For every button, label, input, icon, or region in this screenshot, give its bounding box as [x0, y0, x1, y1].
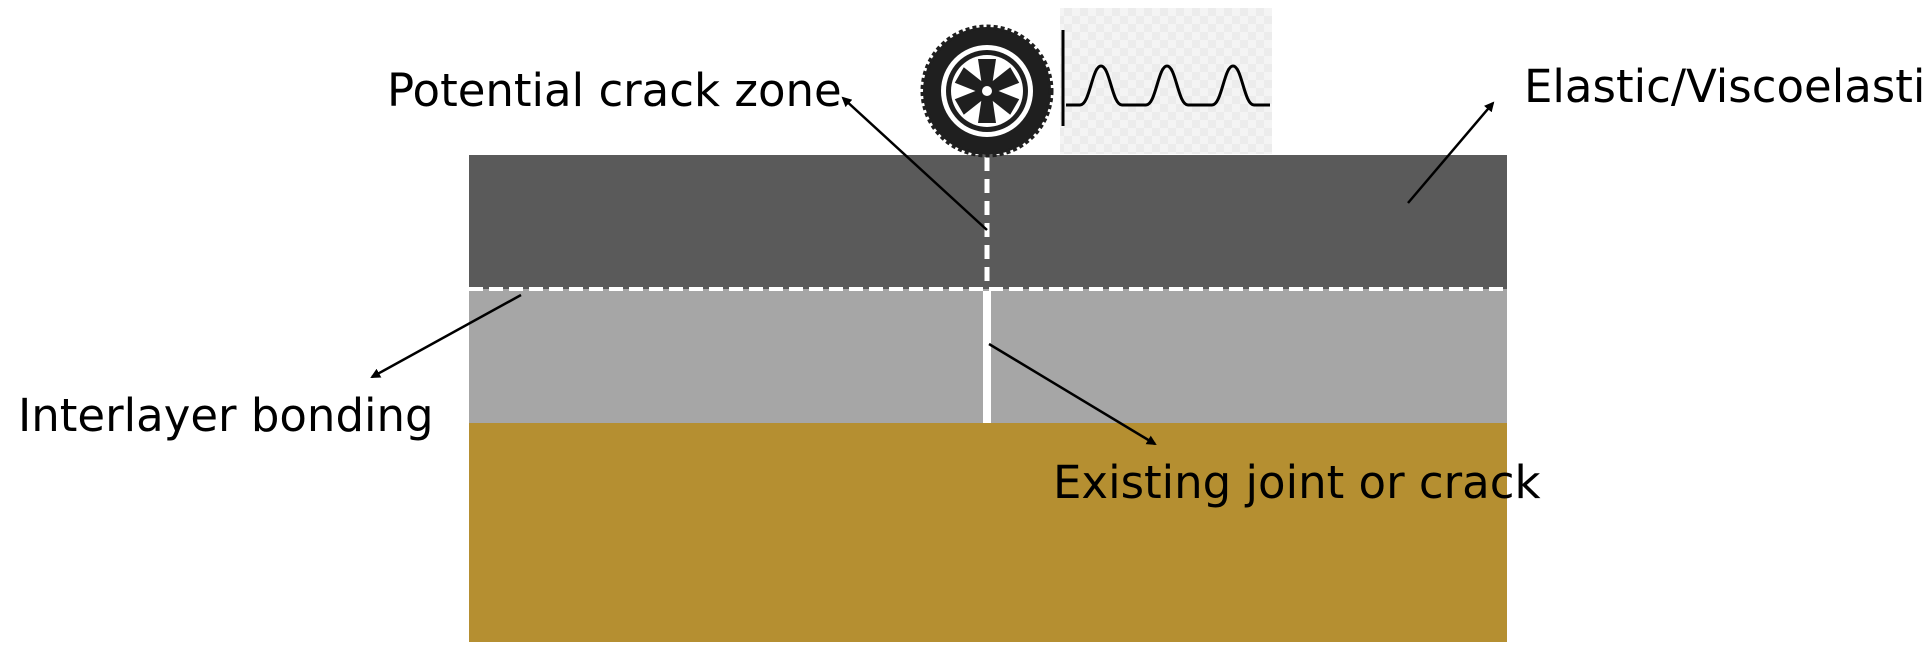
existing-joint	[983, 291, 991, 423]
arrow-elastic-viscoelastic	[1407, 101, 1495, 204]
arrow-potential-crack-zone	[841, 96, 988, 231]
label-interlayer-bonding: Interlayer bonding	[18, 389, 434, 442]
tire-wheel-icon	[920, 24, 1054, 158]
label-potential-crack-zone: Potential crack zone	[387, 64, 842, 117]
arrow-interlayer-bonding	[370, 293, 522, 379]
arrow-existing-joint	[988, 342, 1157, 446]
cyclic-load-wave-icon	[1060, 8, 1272, 154]
overlay-layer	[469, 155, 1507, 289]
label-elastic-viscoelastic: Elastic/Viscoelastic	[1524, 60, 1924, 113]
label-existing-joint-or-crack: Existing joint or crack	[1053, 456, 1541, 509]
base-layer	[469, 423, 1507, 642]
